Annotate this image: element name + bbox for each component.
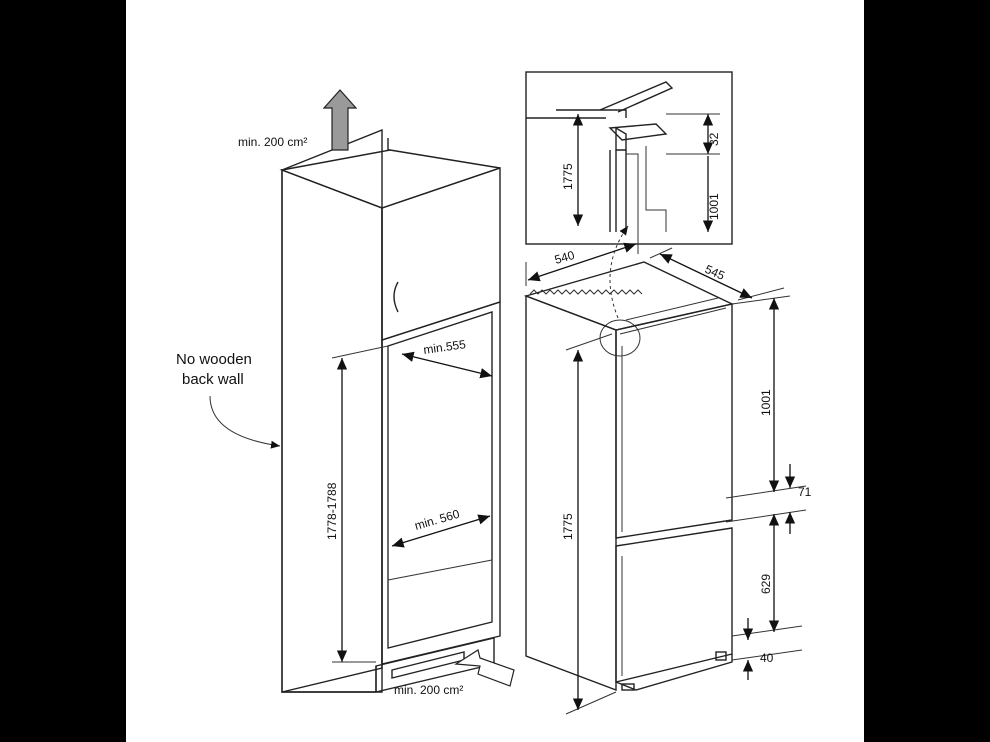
- appliance-lower-door: [615, 527, 733, 683]
- cabinet-left-wall: [281, 168, 383, 693]
- niche-width-dimension: [391, 514, 491, 548]
- niche-opening: [387, 311, 493, 649]
- appliance-depth-label: 545: [703, 262, 727, 283]
- niche-width-label: min. 560: [413, 507, 461, 533]
- gap-label: 71: [798, 485, 812, 499]
- appliance-upper-door: [615, 303, 733, 539]
- bottom-vent-label: min. 200 cm²: [394, 683, 463, 697]
- appliance-top: [523, 261, 735, 331]
- back-wall-pointer: [209, 395, 281, 449]
- appliance-width-dimension: [527, 242, 637, 282]
- cabinet: [279, 128, 501, 693]
- vent-arrow-in: [454, 649, 515, 687]
- niche-frame: [381, 301, 501, 665]
- page: min. 200 cm² min. 200 cm² No wooden back…: [126, 0, 864, 742]
- upper-door-label: 1001: [759, 389, 773, 416]
- appliance-height-label: 1775: [561, 513, 575, 540]
- lower-door-label: 629: [759, 574, 773, 594]
- niche-height-label: 1778-1788: [325, 482, 339, 540]
- cupboard-handle: [393, 281, 399, 313]
- niche-depth-dimension: [401, 351, 493, 379]
- installation-diagram: min. 200 cm² min. 200 cm² No wooden back…: [176, 71, 812, 715]
- detail-height-label: 1775: [561, 163, 575, 190]
- detail-callout-line: [609, 225, 629, 319]
- top-vent-label: min. 200 cm²: [238, 135, 307, 149]
- bottom-gap-label: 40: [760, 651, 774, 665]
- fridge-appliance: [523, 261, 735, 692]
- back-wall-label-line2: back wall: [182, 371, 244, 388]
- niche-depth-label: min.555: [422, 337, 467, 357]
- detail-door-label: 1001: [707, 193, 721, 220]
- detail-inset: 1775 32 1001: [525, 71, 733, 245]
- detail-gap-label: 32: [707, 132, 721, 146]
- vent-arrow-up: [322, 89, 358, 151]
- appliance-width-label: 540: [553, 248, 576, 267]
- appliance-side: [525, 294, 617, 692]
- upper-cupboard-door: [381, 167, 501, 341]
- cabinet-side-panel: [281, 128, 383, 693]
- back-wall-label-line1: No wooden: [176, 351, 252, 368]
- appliance-depth-dimension: [659, 253, 753, 299]
